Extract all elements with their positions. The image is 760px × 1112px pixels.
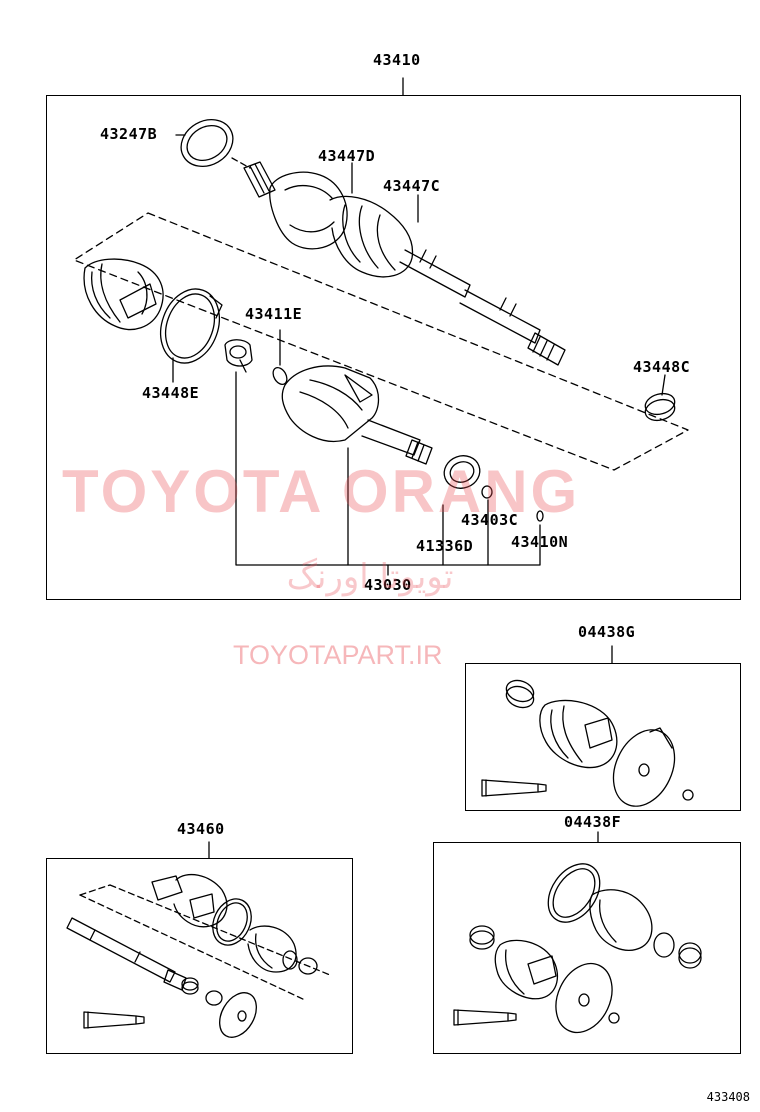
assembly-label-kit-g: 04438G	[578, 623, 636, 641]
part-label-43448e: 43448E	[142, 384, 200, 402]
clip-43410n	[536, 510, 544, 522]
snap-ring-43403c	[481, 485, 493, 499]
part-label-43411e: 43411E	[245, 305, 303, 323]
watermark-brand-fa: تویوتا اورنگ	[286, 557, 454, 597]
boot-clamp-43448c	[644, 392, 676, 422]
part-label-43247b: 43247B	[100, 125, 158, 143]
shaft-assembly-parts	[66, 873, 331, 1038]
kit-f-panel	[433, 842, 741, 1054]
inboard-joint-housing-43030	[281, 365, 433, 465]
part-label-43447d: 43447D	[318, 147, 376, 165]
tripod-joint	[224, 339, 253, 373]
watermark-brand: TOYOTA ORANG	[62, 458, 581, 525]
dust-seal-41336d	[443, 455, 481, 489]
outboard-shaft-assembly	[243, 161, 566, 366]
kit-g-parts	[481, 679, 694, 807]
assembly-label-main: 43410	[373, 51, 421, 69]
figure-number: 433408	[706, 1090, 750, 1104]
part-label-43447c: 43447C	[383, 177, 441, 195]
boot-clamp-ring-43247b	[180, 118, 234, 168]
shaft-panel	[46, 858, 353, 1054]
kit-g-panel	[465, 663, 741, 811]
assembly-label-shaft: 43460	[177, 820, 225, 838]
part-label-43410n: 43410N	[511, 533, 569, 551]
boot-clamp-43448e	[160, 288, 223, 364]
main-assembly-panel	[46, 95, 741, 600]
part-label-43448c: 43448C	[633, 358, 691, 376]
part-label-43403c: 43403C	[461, 511, 519, 529]
kit-f-parts	[453, 863, 702, 1034]
inboard-boot	[83, 258, 164, 331]
subassembly-dashed-outline	[73, 212, 689, 471]
part-label-41336d: 41336D	[416, 537, 474, 555]
snap-ring-43411e	[272, 366, 288, 386]
watermark-site: TOYOTAPART.IR	[233, 640, 443, 670]
part-label-43030: 43030	[364, 576, 412, 594]
assembly-label-kit-f: 04438F	[564, 813, 622, 831]
